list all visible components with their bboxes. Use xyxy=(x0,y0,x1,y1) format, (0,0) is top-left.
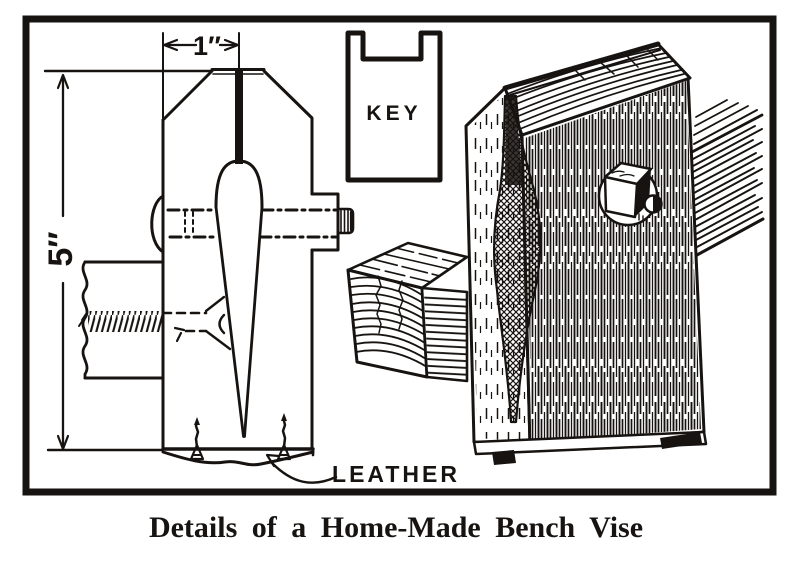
jaw-outline xyxy=(161,68,315,451)
beam-left-end xyxy=(346,241,469,383)
front-view-drawing: 1″ 5″ xyxy=(42,31,460,487)
key-inset: KEY xyxy=(345,30,443,183)
beam-right-side xyxy=(690,99,765,257)
dimension-height: 5″ xyxy=(42,69,214,452)
nail-right xyxy=(276,413,292,461)
width-dimension-label: 1″ xyxy=(193,31,221,61)
arrow-down-icon xyxy=(56,434,70,451)
leather-callout: LEATHER xyxy=(265,453,460,487)
perspective-drawing xyxy=(346,41,765,465)
perspective-keyhole-slot xyxy=(493,94,542,424)
beam-side-grain xyxy=(424,293,466,378)
leather-arrow xyxy=(270,461,338,484)
screw-hidden-lines xyxy=(161,208,338,343)
arrow-left-icon xyxy=(162,38,179,52)
arrow-up-icon xyxy=(56,73,70,90)
leather-label: LEATHER xyxy=(332,461,460,487)
screw-thread-hatch xyxy=(88,311,163,332)
screw-boss-arc xyxy=(150,194,165,254)
arrow-up-left-icon xyxy=(265,453,281,468)
leather-strip xyxy=(161,447,315,467)
key-outline xyxy=(345,30,443,183)
nail-left xyxy=(189,417,205,461)
block-base xyxy=(472,430,708,465)
nut-and-bolt-front-view xyxy=(310,192,355,252)
key-label: KEY xyxy=(366,102,421,125)
nut-and-bolt-perspective xyxy=(597,161,663,227)
breakout-section xyxy=(78,260,165,380)
vise-block xyxy=(464,41,708,465)
keyhole-slot xyxy=(214,71,264,438)
break-wavy-line xyxy=(81,260,89,380)
figure-border xyxy=(22,15,777,496)
countersink-flare xyxy=(204,295,232,351)
ridge-slot-line xyxy=(502,41,661,91)
beam-top-grain xyxy=(359,247,459,283)
dimension-width: 1″ xyxy=(162,31,240,121)
beam-end-grain-arcs xyxy=(350,275,428,368)
front-face-grain xyxy=(525,81,701,442)
arrow-right-icon xyxy=(223,38,240,52)
figure-caption: Details of a Home-Made Bench Vise xyxy=(149,511,643,544)
height-dimension-label: 5″ xyxy=(42,231,80,266)
